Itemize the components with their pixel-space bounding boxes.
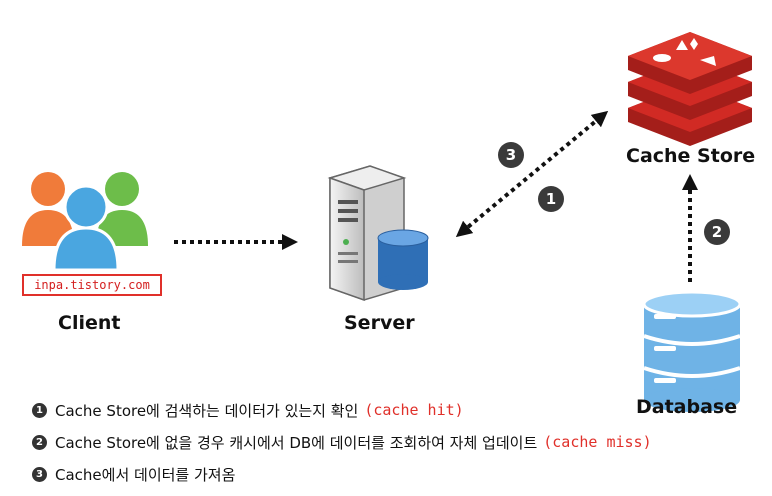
database-label: Database bbox=[636, 396, 738, 418]
client-label: Client bbox=[58, 312, 121, 334]
users-group-icon bbox=[22, 172, 148, 272]
step-1-badge: 1 bbox=[538, 186, 564, 212]
server-cache-arrow bbox=[455, 110, 609, 238]
legend-item: 3 Cache에서 데이터를 가져옴 bbox=[32, 458, 652, 490]
legend-text: Cache에서 데이터를 가져옴 bbox=[55, 465, 236, 484]
server-tower-icon bbox=[327, 165, 429, 302]
legend-highlight: (cache hit) bbox=[364, 401, 464, 419]
server-label: Server bbox=[344, 312, 415, 334]
legend-number: 1 bbox=[32, 402, 47, 418]
step-3-badge: 3 bbox=[498, 142, 524, 168]
legend: 1 Cache Store에 검색하는 데이터가 있는지 확인 (cache h… bbox=[32, 394, 652, 490]
legend-number: 2 bbox=[32, 434, 47, 450]
legend-highlight: (cache miss) bbox=[543, 433, 652, 451]
redis-logo-icon bbox=[628, 32, 752, 146]
watermark-label: inpa.tistory.com bbox=[22, 274, 162, 296]
legend-item: 2 Cache Store에 없을 경우 캐시에서 DB에 데이터를 조회하여 … bbox=[32, 426, 652, 458]
legend-text: Cache Store에 검색하는 데이터가 있는지 확인 bbox=[55, 401, 359, 420]
cache-store-label: Cache Store bbox=[626, 145, 756, 167]
legend-item: 1 Cache Store에 검색하는 데이터가 있는지 확인 (cache h… bbox=[32, 394, 652, 426]
step-2-badge: 2 bbox=[704, 219, 730, 245]
legend-number: 3 bbox=[32, 466, 47, 482]
database-cylinder-icon bbox=[642, 290, 742, 412]
legend-text: Cache Store에 없을 경우 캐시에서 DB에 데이터를 조회하여 자체… bbox=[55, 433, 538, 452]
